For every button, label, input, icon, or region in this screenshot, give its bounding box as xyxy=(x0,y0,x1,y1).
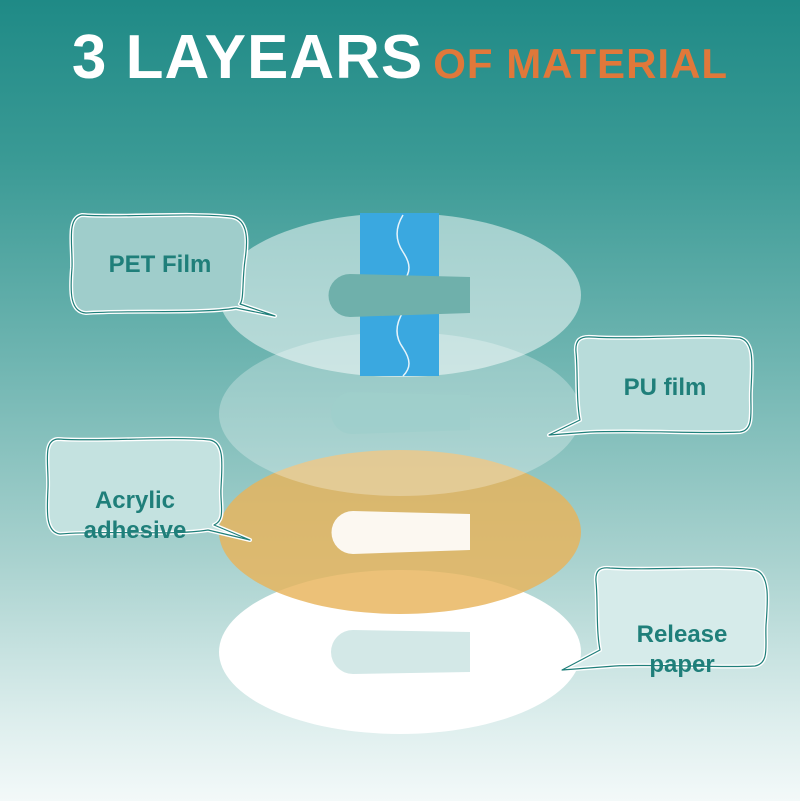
pet-film-layer xyxy=(219,213,581,377)
title-main: 3 LAYEARS xyxy=(71,23,424,92)
label-pu-film-text: PU film xyxy=(623,374,707,401)
label-pet-film: PET Film xyxy=(76,250,244,280)
label-pet-film-text: PET Film xyxy=(108,251,212,278)
pet-film-slot xyxy=(328,274,470,317)
pet-film-wave-top xyxy=(396,214,410,283)
label-release-paper: Release paper xyxy=(598,590,766,680)
acrylic-adhesive-slot xyxy=(331,511,470,554)
callout-release-paper xyxy=(560,565,770,672)
label-release-paper-text: Release paper xyxy=(636,621,728,678)
acrylic-adhesive-layer xyxy=(219,450,581,614)
release-paper-slot xyxy=(331,630,470,674)
callout-pu-film xyxy=(547,334,754,437)
label-acrylic-adhesive-text: Acrylic adhesive xyxy=(83,487,187,544)
label-pu-film: PU film xyxy=(580,373,750,403)
title-sub: OF MATERIAL xyxy=(433,40,729,87)
label-acrylic-adhesive: Acrylic adhesive xyxy=(50,456,220,546)
callout-acrylic-adhesive xyxy=(45,436,252,542)
pu-film-slot xyxy=(331,392,470,434)
callout-pet-film xyxy=(69,212,277,318)
release-paper-layer xyxy=(219,570,581,734)
pet-film-wave-bottom xyxy=(396,311,410,377)
pu-film-layer xyxy=(219,332,581,496)
